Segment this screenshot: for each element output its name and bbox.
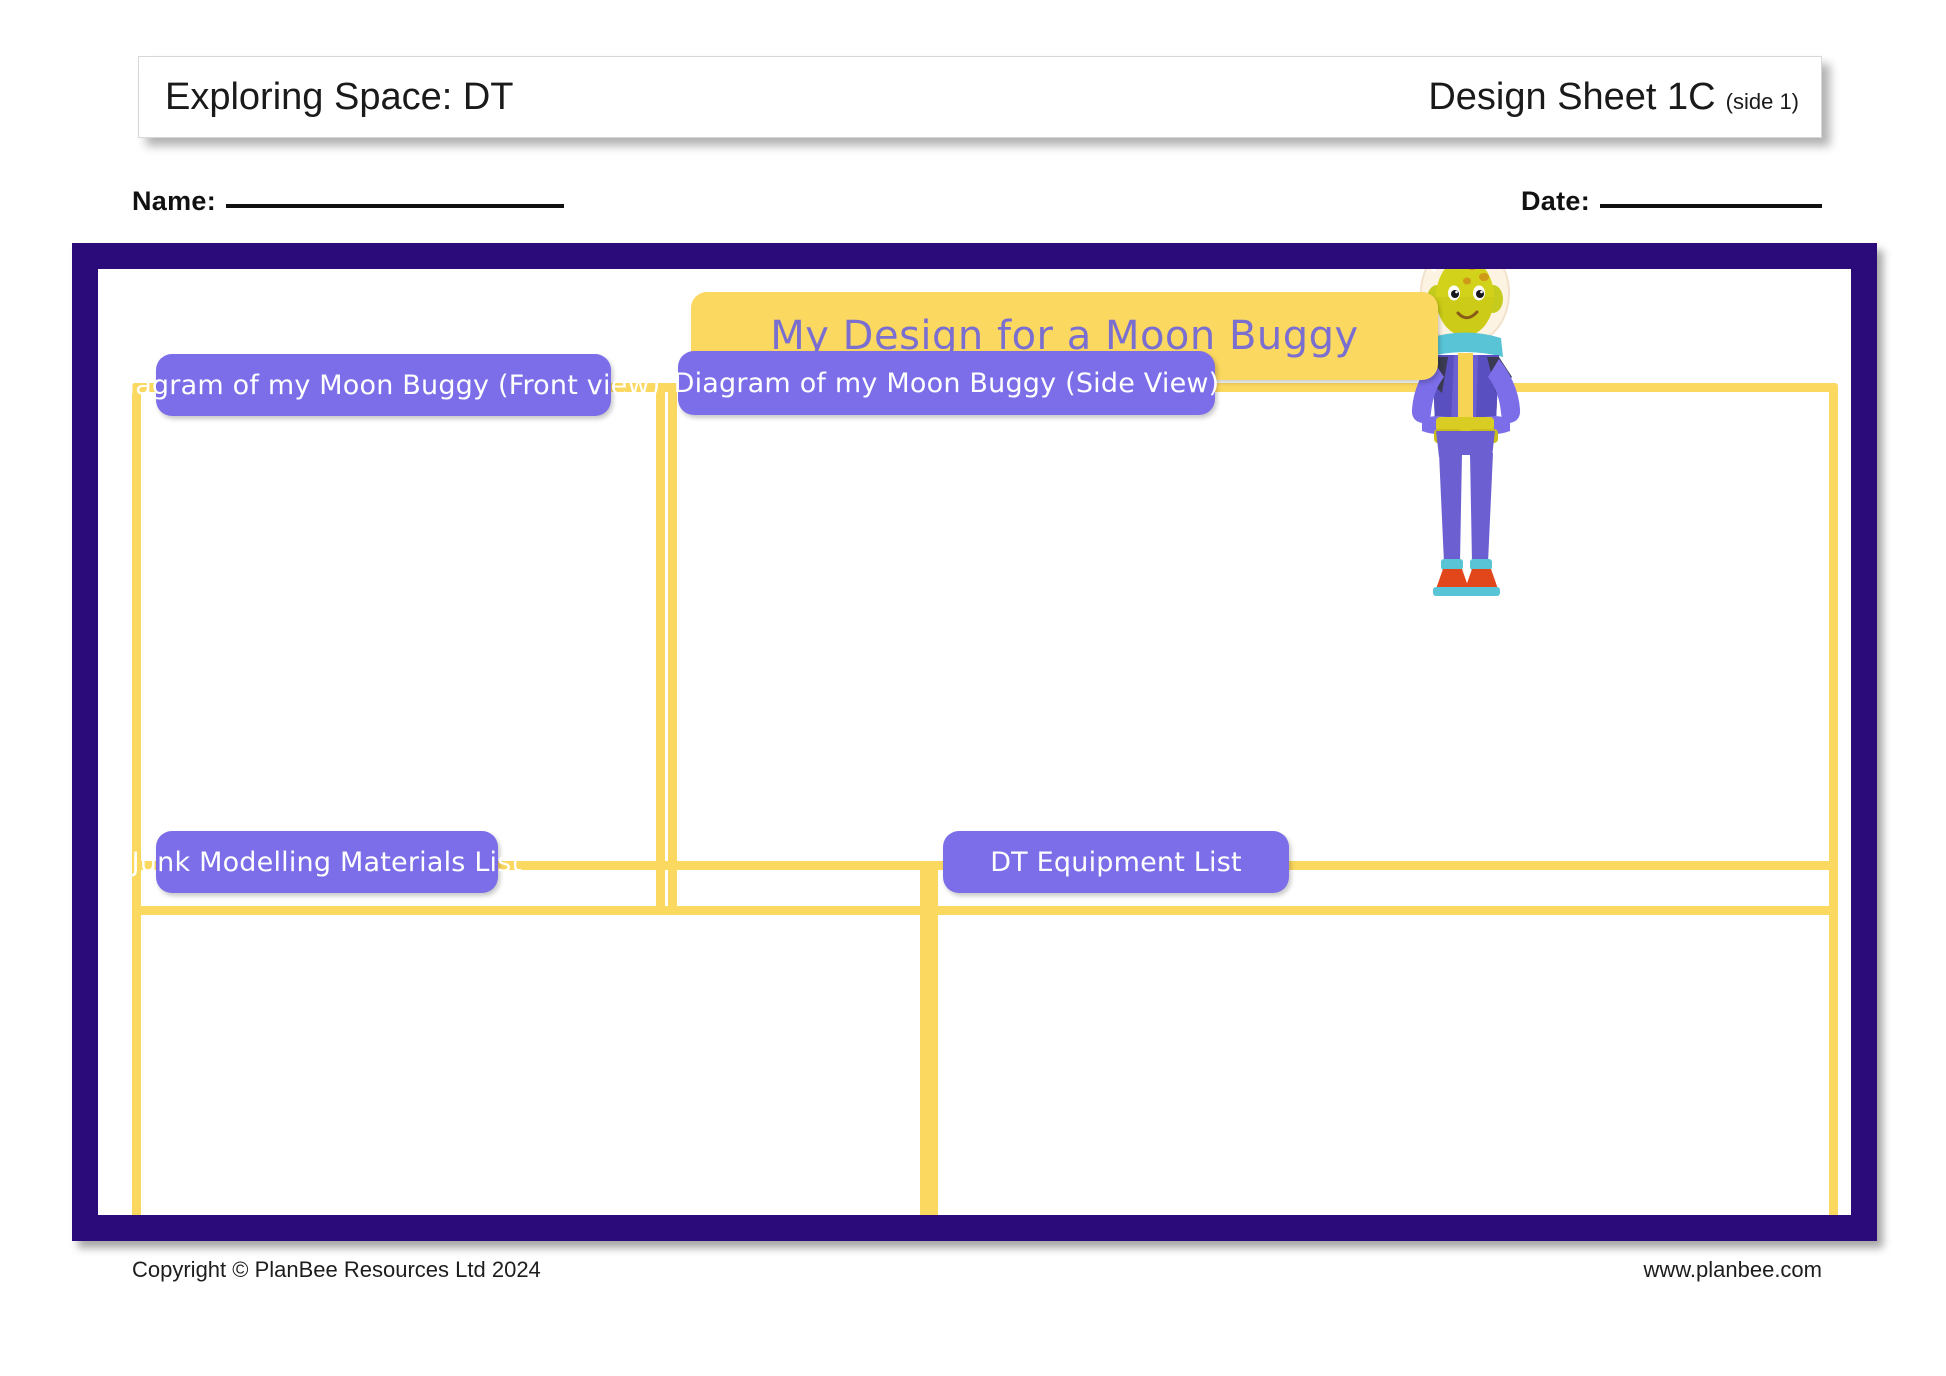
- label-junk-materials-text: Junk Modelling Materials List: [131, 846, 523, 878]
- header-sheet-group: Design Sheet 1C (side 1): [1428, 76, 1799, 119]
- label-dt-equipment: DT Equipment List: [943, 831, 1289, 893]
- copyright-text: Copyright © PlanBee Resources Ltd 2024: [132, 1257, 541, 1282]
- sheet-side-label: (side 1): [1725, 88, 1799, 114]
- website-text: www.planbee.com: [1643, 1257, 1822, 1282]
- side-view-drawing-area[interactable]: [656, 383, 1838, 915]
- label-dt-equipment-text: DT Equipment List: [990, 846, 1242, 878]
- label-junk-materials: Junk Modelling Materials List: [132, 831, 522, 893]
- page-title: Exploring Space: DT: [165, 75, 514, 118]
- name-field-group: Name:: [132, 186, 565, 217]
- worksheet-frame: My Design for a Moon Buggy Diagram of my…: [72, 243, 1877, 1241]
- sheet-number-label: Design Sheet 1C: [1428, 75, 1716, 118]
- date-field-group: Date:: [1521, 186, 1822, 217]
- label-front-view: Diagram of my Moon Buggy (Front view): [107, 354, 660, 416]
- worksheet-inner: My Design for a Moon Buggy Diagram of my…: [98, 269, 1851, 1215]
- date-label: Date:: [1520, 186, 1590, 216]
- footer: Copyright © PlanBee Resources Ltd 2024 w…: [132, 1252, 1822, 1288]
- junk-materials-write-area[interactable]: [132, 861, 938, 1215]
- alien-astronaut-illustration: [1398, 269, 1533, 611]
- name-write-line[interactable]: [226, 204, 565, 208]
- label-side-view-text: Diagram of my Moon Buggy (Side View): [673, 367, 1220, 399]
- date-write-line[interactable]: [1600, 204, 1822, 208]
- header-bar: Exploring Space: DT Design Sheet 1C (sid…: [138, 56, 1822, 138]
- name-label: Name:: [132, 186, 217, 216]
- name-date-row: Name: Date:: [132, 186, 1822, 226]
- label-side-view: Diagram of my Moon Buggy (Side View): [674, 351, 1219, 415]
- label-front-view-text: Diagram of my Moon Buggy (Front view): [106, 369, 661, 401]
- dt-equipment-write-area[interactable]: [920, 861, 1838, 1215]
